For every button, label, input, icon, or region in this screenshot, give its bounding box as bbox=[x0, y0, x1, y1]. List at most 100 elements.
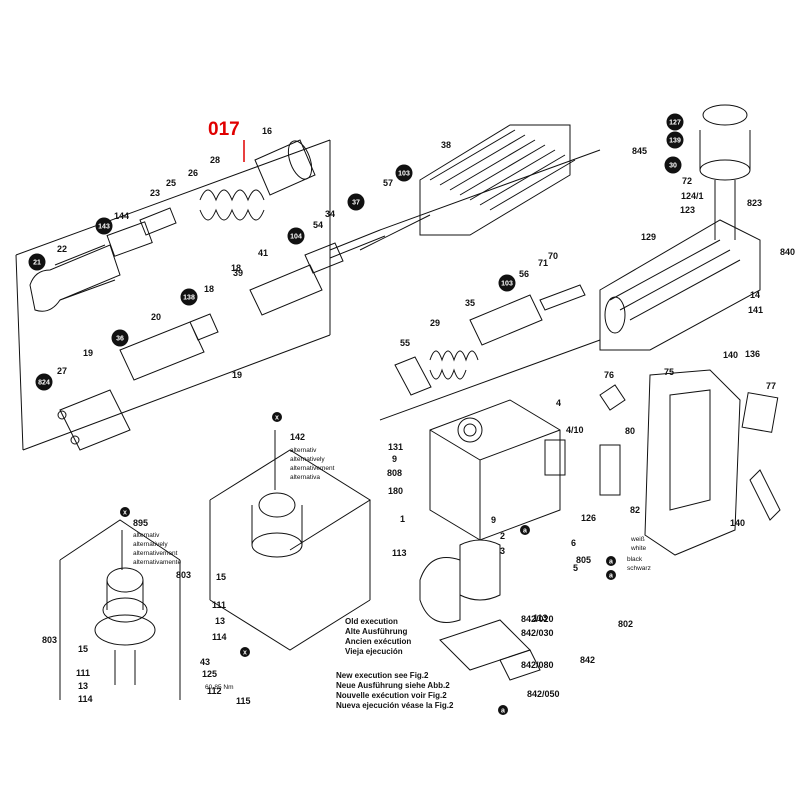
badge-circle bbox=[95, 217, 113, 235]
part-number-label: 19 bbox=[83, 348, 93, 358]
badge-label: 30 bbox=[669, 163, 677, 170]
part-number-label: 1 bbox=[400, 514, 405, 524]
badge-circle bbox=[664, 156, 682, 174]
part-number-label: 802 bbox=[618, 619, 633, 629]
part-number-label: 805 bbox=[576, 555, 591, 565]
badge-circle bbox=[28, 253, 46, 271]
part-number-label: 6 bbox=[571, 538, 576, 548]
part-number-label: black bbox=[627, 556, 643, 563]
part-number-label: 23 bbox=[150, 188, 160, 198]
marker-label: a bbox=[523, 528, 527, 535]
badge-label: 103 bbox=[398, 171, 410, 178]
part-number-label: 56 bbox=[519, 269, 529, 279]
part-number-label: 842/030 bbox=[521, 628, 554, 638]
badge-label: 104 bbox=[290, 234, 302, 241]
part-number-label: alternativ bbox=[133, 532, 160, 539]
part-number-label: 115 bbox=[236, 696, 251, 706]
marker-circle bbox=[520, 525, 530, 535]
badge-circle bbox=[35, 373, 53, 391]
part-number-label: alternativamente bbox=[133, 559, 181, 566]
part-number-label: 140 bbox=[723, 350, 738, 360]
part-number-label: 5 bbox=[573, 563, 578, 573]
badge-circle bbox=[395, 164, 413, 182]
badge-label: 824 bbox=[38, 380, 50, 387]
badge-label: 143 bbox=[98, 224, 110, 231]
part-number-label: 75 bbox=[664, 367, 674, 377]
part-number-label: white bbox=[630, 545, 647, 552]
part-number-label: 82 bbox=[630, 505, 640, 515]
part-number-label: 126 bbox=[581, 513, 596, 523]
old-execution-note: Old execution Alte Ausführung Ancien exé… bbox=[345, 617, 411, 656]
part-number-label: 845 bbox=[632, 146, 647, 156]
badge-label: 36 bbox=[116, 336, 124, 343]
badge-label: 103 bbox=[501, 281, 513, 288]
part-number-label: 43 bbox=[200, 657, 210, 667]
part-number-label: alternatively bbox=[133, 541, 168, 548]
marker-label: a bbox=[609, 573, 613, 580]
reference-marker: x bbox=[272, 412, 282, 422]
marker-label: x bbox=[275, 415, 279, 422]
part-number-label: 16 bbox=[262, 126, 272, 136]
badge-circle bbox=[180, 288, 198, 306]
part-number-label: 60-85 Nm bbox=[205, 684, 234, 691]
part-number-label: 140 bbox=[730, 518, 745, 528]
note-old-de: Alte Ausführung bbox=[345, 627, 407, 636]
part-badge: 139 bbox=[666, 131, 684, 149]
part-number-label: 123 bbox=[680, 205, 695, 215]
reference-marker: a bbox=[520, 525, 530, 535]
badge-circle bbox=[287, 227, 305, 245]
part-number-label: 808 bbox=[387, 468, 402, 478]
part-number-label: alternativement bbox=[290, 465, 335, 472]
badge-label: 139 bbox=[669, 138, 681, 145]
part-number-label: 18 bbox=[204, 284, 214, 294]
note-new-en: New execution see Fig.2 bbox=[336, 671, 429, 680]
part-number-label: 842/020 bbox=[521, 614, 554, 624]
badge-label: 127 bbox=[669, 120, 681, 127]
reference-marker: a bbox=[498, 705, 508, 715]
marker-circle bbox=[240, 647, 250, 657]
part-number-label: alternativement bbox=[133, 550, 178, 557]
part-number-label: 842 bbox=[580, 655, 595, 665]
part-number-label: 25 bbox=[166, 178, 176, 188]
part-number-label: 13 bbox=[78, 681, 88, 691]
part-number-label: 20 bbox=[151, 312, 161, 322]
part-number-label: 125 bbox=[202, 669, 217, 679]
part-badge: 37 bbox=[347, 193, 365, 211]
part-number-label: 72 bbox=[682, 176, 692, 186]
part-number-label: 39 bbox=[233, 268, 243, 278]
note-new-fr: Nouvelle exécution voir Fig.2 bbox=[336, 691, 447, 700]
part-number-label: 803 bbox=[176, 570, 191, 580]
part-number-label: 180 bbox=[388, 486, 403, 496]
part-number-label: 9 bbox=[392, 454, 397, 464]
part-badge: 104 bbox=[287, 227, 305, 245]
part-number-label: 823 bbox=[747, 198, 762, 208]
part-number-label: 113 bbox=[392, 548, 407, 558]
part-number-label: 842/080 bbox=[521, 660, 554, 670]
part-number-label: 141 bbox=[748, 305, 763, 315]
part-number-label: 57 bbox=[383, 178, 393, 188]
part-number-label: 136 bbox=[745, 349, 760, 359]
part-number-label: 15 bbox=[78, 644, 88, 654]
part-number-label: 54 bbox=[313, 220, 323, 230]
badge-circle bbox=[666, 113, 684, 131]
part-number-label: 80 bbox=[625, 426, 635, 436]
part-number-label: schwarz bbox=[627, 565, 651, 572]
part-number-label: 77 bbox=[766, 381, 776, 391]
part-number-label: 34 bbox=[325, 209, 335, 219]
part-number-label: 131 bbox=[388, 442, 403, 452]
part-number-label: 26 bbox=[188, 168, 198, 178]
part-number-label: 113 bbox=[533, 613, 548, 623]
marker-circle bbox=[272, 412, 282, 422]
part-badge: 138 bbox=[180, 288, 198, 306]
part-badge: 824 bbox=[35, 373, 53, 391]
part-number-label: 22 bbox=[57, 244, 67, 254]
part-number-label: 70 bbox=[548, 251, 558, 261]
part-number-label: 15 bbox=[216, 572, 226, 582]
badge-label: 138 bbox=[183, 295, 195, 302]
part-number-label: 4/10 bbox=[566, 425, 584, 435]
part-number-label: 71 bbox=[538, 258, 548, 268]
part-number-label: 895 bbox=[133, 518, 148, 528]
